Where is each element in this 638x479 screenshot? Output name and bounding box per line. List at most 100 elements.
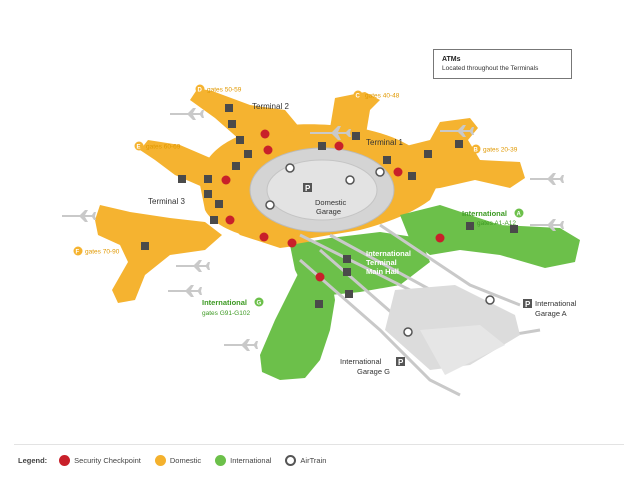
- atm-info-title: ATMs: [442, 56, 461, 63]
- atm-icon: [424, 150, 432, 158]
- terminal-2-label: Terminal 2: [252, 102, 289, 111]
- atm-icon: [408, 172, 416, 180]
- garage-a-line2: Garage A: [535, 309, 567, 318]
- security-checkpoint-icon: [259, 232, 269, 242]
- atm-icon: [141, 242, 149, 250]
- security-checkpoint-icon: [260, 129, 270, 139]
- svg-text:gates 70-90: gates 70-90: [85, 249, 120, 256]
- svg-text:F: F: [76, 250, 80, 256]
- concourse-f: [95, 205, 222, 303]
- security-checkpoint-icon: [225, 215, 235, 225]
- atm-info-subtitle: Located throughout the Terminals: [442, 65, 539, 72]
- svg-text:gates 60-69: gates 60-69: [146, 144, 181, 151]
- security-checkpoints: [221, 129, 445, 282]
- legend-label: International: [230, 455, 272, 465]
- atm-icon: [345, 290, 353, 298]
- legend-divider: [14, 444, 624, 445]
- parking-sign-garage-a: [523, 299, 532, 308]
- airplane-icon: [224, 339, 258, 351]
- svg-text:E: E: [137, 145, 141, 151]
- svg-text:gates G91-G102: gates G91-G102: [202, 310, 250, 317]
- legend-label: Domestic: [169, 455, 202, 465]
- svg-text:C: C: [356, 94, 361, 100]
- airplane-icon: [310, 126, 351, 140]
- gate-d-label: D gates 50-59: [195, 84, 242, 94]
- atm-icon: [204, 175, 212, 183]
- svg-text:gates A1-A12: gates A1-A12: [477, 220, 516, 227]
- international-g-label: International G gates G91-G102: [202, 297, 264, 317]
- atm-icon: [232, 162, 240, 170]
- airplane-icon: [168, 285, 202, 297]
- svg-text:gates 20-39: gates 20-39: [483, 147, 518, 154]
- airplane-icon: [530, 219, 564, 231]
- atm-icon: [215, 200, 223, 208]
- atm-icon: [466, 222, 474, 230]
- international-g-concourse: [260, 270, 335, 380]
- gate-f-label: F gates 70-90: [73, 246, 120, 256]
- legend-item-international: International: [215, 454, 272, 466]
- atm-icon: [318, 142, 326, 150]
- atm-icon: [383, 156, 391, 164]
- svg-text:D: D: [198, 88, 203, 94]
- svg-text:A: A: [517, 212, 522, 218]
- security-checkpoint-icon: [59, 454, 71, 466]
- atm-icon: [343, 255, 351, 263]
- domestic-swatch-icon: [154, 454, 166, 466]
- atm-info-box: ATMs Located throughout the Terminals: [433, 49, 572, 79]
- garage-a-line1: International: [535, 299, 577, 308]
- legend-item-airtrain: AirTrain: [285, 454, 327, 466]
- airplane-icon: [440, 125, 474, 137]
- security-checkpoint-icon: [393, 167, 403, 177]
- security-checkpoint-icon: [334, 141, 344, 151]
- svg-text:B: B: [474, 148, 479, 154]
- parking-symbol: P: [305, 184, 311, 193]
- gate-b-label: B gates 20-39: [471, 144, 518, 154]
- legend-label: AirTrain: [300, 455, 327, 465]
- legend-item-security: Security Checkpoint: [59, 454, 141, 466]
- atm-icon: [455, 140, 463, 148]
- atm-icon: [343, 268, 351, 276]
- airplane-icon: [530, 173, 564, 185]
- airtrain-station-icon: [403, 327, 413, 337]
- parking-sign-garage-g: [396, 357, 405, 366]
- atm-markers: [141, 104, 518, 308]
- main-hall-line3: Main Hall: [366, 267, 399, 276]
- airplane-icon: [170, 108, 204, 120]
- atm-icon: [178, 175, 186, 183]
- domestic-garage-line1: Domestic: [315, 198, 347, 207]
- airtrain-station-icon: [485, 295, 495, 305]
- atm-icon: [510, 225, 518, 233]
- domestic-garage: P Domestic Garage: [249, 147, 395, 233]
- gate-e-label: E gates 60-69: [134, 141, 181, 151]
- legend-title: Legend:: [18, 455, 48, 465]
- terminal-ring-lower: [210, 205, 310, 248]
- security-checkpoint-icon: [435, 233, 445, 243]
- svg-text:International: International: [462, 209, 507, 218]
- international-swatch-icon: [215, 454, 227, 466]
- terminal-1-label: Terminal 1: [366, 138, 403, 147]
- atm-icon: [244, 150, 252, 158]
- airtrain-station-icon: [285, 163, 295, 173]
- terminal-3-label: Terminal 3: [148, 197, 185, 206]
- parking-symbol-a: P: [525, 300, 531, 309]
- parking-sign-domestic: [303, 183, 312, 192]
- concourse-e: [140, 140, 225, 188]
- concourse-b: [390, 118, 525, 190]
- garage-g-line1: International: [340, 357, 382, 366]
- airplane-icon: [176, 260, 210, 272]
- concourse-d: [190, 88, 300, 145]
- parking-symbol-g: P: [398, 358, 404, 367]
- legend-label: Security Checkpoint: [74, 455, 141, 465]
- airplane-icon: [62, 210, 96, 222]
- atm-icon: [228, 120, 236, 128]
- atm-icon: [236, 136, 244, 144]
- gate-c-label: C gates 40-48: [353, 90, 400, 100]
- security-checkpoint-icon: [263, 145, 273, 155]
- atm-icon: [204, 190, 212, 198]
- atm-icon: [352, 132, 360, 140]
- domestic-garage-line2: Garage: [316, 207, 341, 216]
- svg-text:gates 40-48: gates 40-48: [365, 93, 400, 100]
- legend: Legend: Security Checkpoint Domestic Int…: [18, 453, 340, 467]
- svg-text:G: G: [257, 301, 262, 307]
- airtrain-station-icon: [265, 200, 275, 210]
